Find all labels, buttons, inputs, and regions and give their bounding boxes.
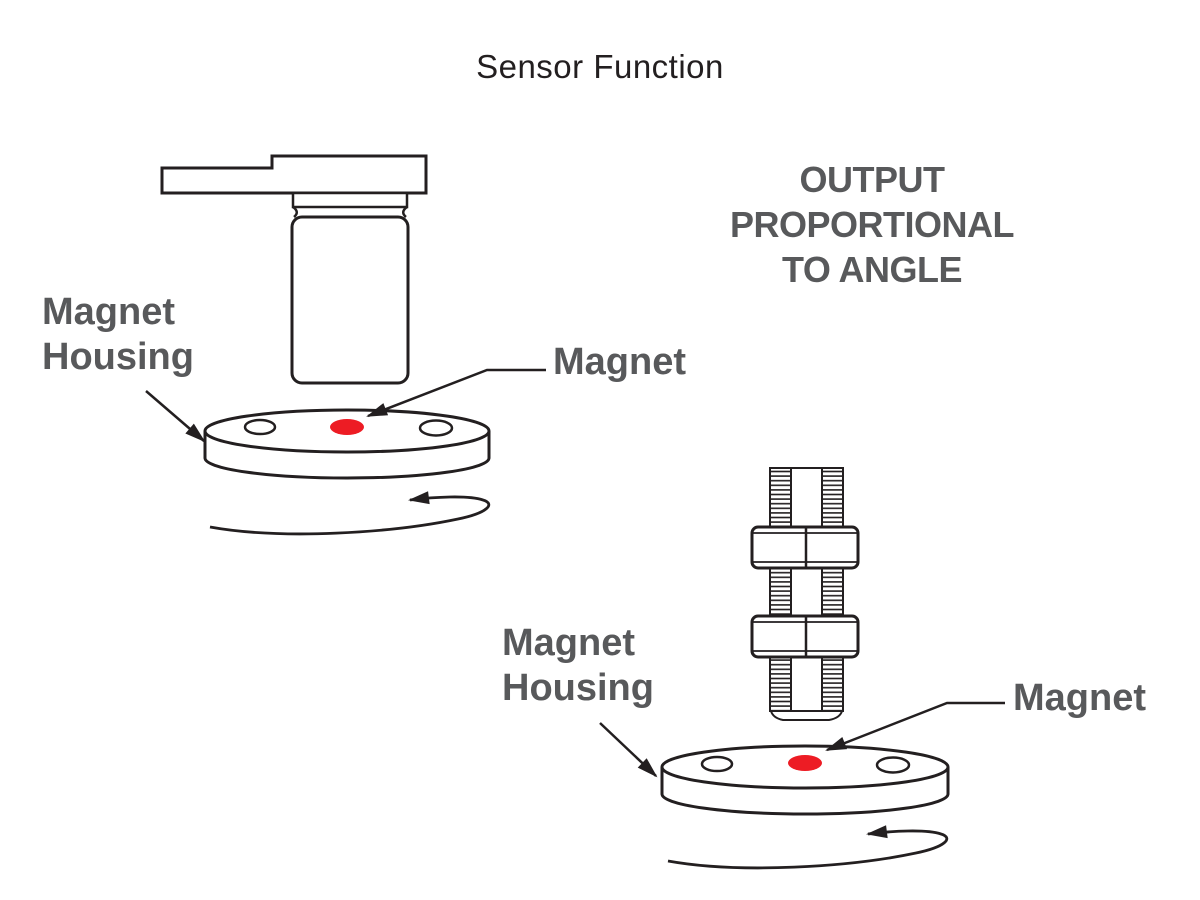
rotation-arrow [209,491,491,536]
stud-tip [769,710,844,721]
top-magnet-housing-label: Magnet Housing [42,291,194,378]
hex-nut-lower [750,614,860,659]
mounting-hole [875,756,911,774]
bottom-magnet-housing-label: Magnet Housing [502,622,654,709]
sensor-neck [291,191,409,209]
bottom-magnet-label: Magnet [1013,677,1146,719]
page-title: Sensor Function [476,48,724,85]
magnet-leader-arrow [825,701,1005,752]
top-sensor [160,154,428,385]
magnet-dot [330,419,364,435]
threaded-stud-sensor [750,467,860,721]
magnet-dot [788,755,822,771]
hex-nut-upper [750,525,860,570]
mounting-hole [243,418,277,436]
sensor-body [290,215,410,385]
stud-core [790,467,823,712]
rotation-arrow [667,825,949,870]
mounting-hole [700,755,734,773]
top-magnet-housing-disc [203,408,491,480]
housing-leader-arrow [145,390,206,443]
stud-thread-left [769,467,792,712]
output-proportional-note: OUTPUT PROPORTIONAL TO ANGLE [729,159,1015,290]
magnet-leader-arrow [366,368,546,418]
stud-thread-right [821,467,844,712]
housing-leader-arrow [599,722,658,778]
sensor-groove [292,205,408,218]
bottom-magnet-housing-disc [660,744,950,816]
top-magnet-label: Magnet [553,341,686,383]
sensor-bracket [160,154,428,195]
mounting-hole [418,419,454,437]
